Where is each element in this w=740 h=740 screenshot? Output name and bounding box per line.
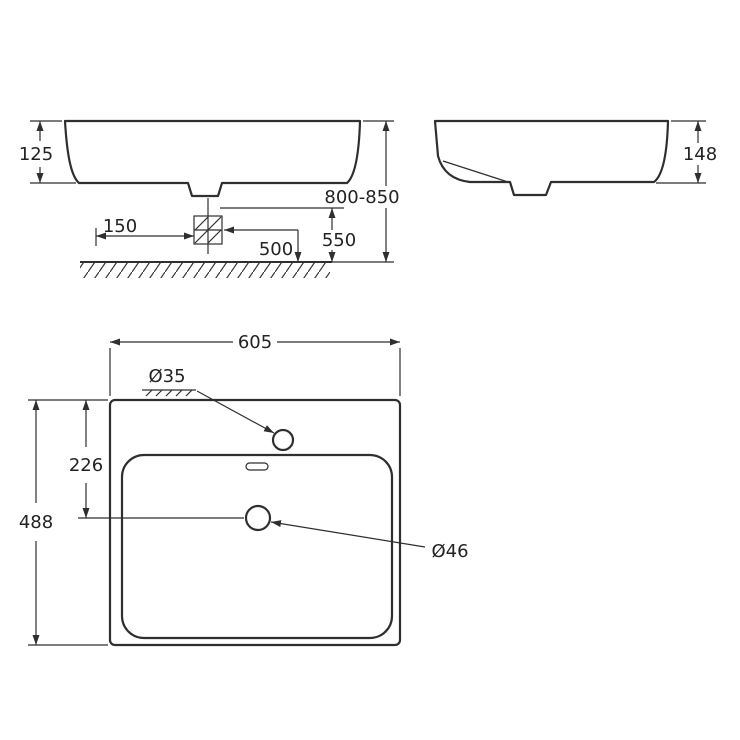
drain-hole-diameter-label: Ø46 [431, 541, 468, 562]
basin-side-outline [433, 119, 670, 197]
dim-faucet-to-drain-label: 226 [69, 455, 103, 476]
floor-symbol [80, 261, 394, 278]
trap-hatch-line [194, 216, 222, 244]
underline-hatch-tick [165, 389, 173, 397]
underline-hatch-tick [145, 389, 153, 397]
leader-line [270, 520, 426, 548]
callout-drain-hole: Ø46 [270, 520, 469, 562]
callout-faucet-hole: Ø35 [142, 366, 275, 434]
dim-supply-spacing: 150 [95, 216, 194, 246]
underline-hatch-tick [185, 389, 193, 397]
underline-hatch-tick [155, 389, 163, 397]
dim-basin-height: 125 [19, 120, 76, 184]
side-view: 148 [433, 119, 717, 197]
basin-side-detail-line [442, 160, 509, 183]
dim-trap-height-label: 550 [322, 230, 356, 251]
basin-front-outline [63, 119, 362, 198]
dim-width-label: 605 [238, 332, 272, 353]
dim-drain-height: 500 [224, 226, 302, 262]
dim-width: 605 [109, 332, 401, 396]
dim-trap-height: 550 [220, 207, 356, 262]
dim-depth: 488 [19, 399, 108, 646]
dim-drain-height-label: 500 [259, 239, 293, 260]
underline-hatch-tick [175, 389, 183, 397]
trap-hatch-line [207, 229, 222, 244]
trap-hatch-line [194, 216, 209, 231]
dim-faucet-to-drain: 226 [69, 400, 244, 519]
basin-plan-outline [108, 398, 402, 647]
faucet-hole-diameter-label: Ø35 [148, 366, 185, 387]
dim-profile-height: 148 [656, 120, 717, 184]
basin-bowl-outline [120, 453, 394, 640]
plan-view: 605 488 226 Ø35 [19, 332, 469, 647]
leader-line [196, 390, 275, 434]
overflow-slot [245, 462, 269, 471]
dim-installation-height: 800-850 [324, 120, 400, 262]
dim-supply-spacing-label: 150 [103, 216, 137, 237]
floor-hatch [80, 262, 330, 278]
drain-hole [244, 504, 272, 532]
dim-depth-label: 488 [19, 512, 53, 533]
front-view: 125 800-850 550 500 150 [19, 119, 400, 278]
faucet-hole [271, 428, 295, 452]
dim-basin-height-label: 125 [19, 144, 53, 165]
dim-profile-height-label: 148 [683, 144, 717, 165]
trap-connection-symbol [193, 198, 223, 254]
dim-installation-height-label: 800-850 [324, 187, 399, 208]
